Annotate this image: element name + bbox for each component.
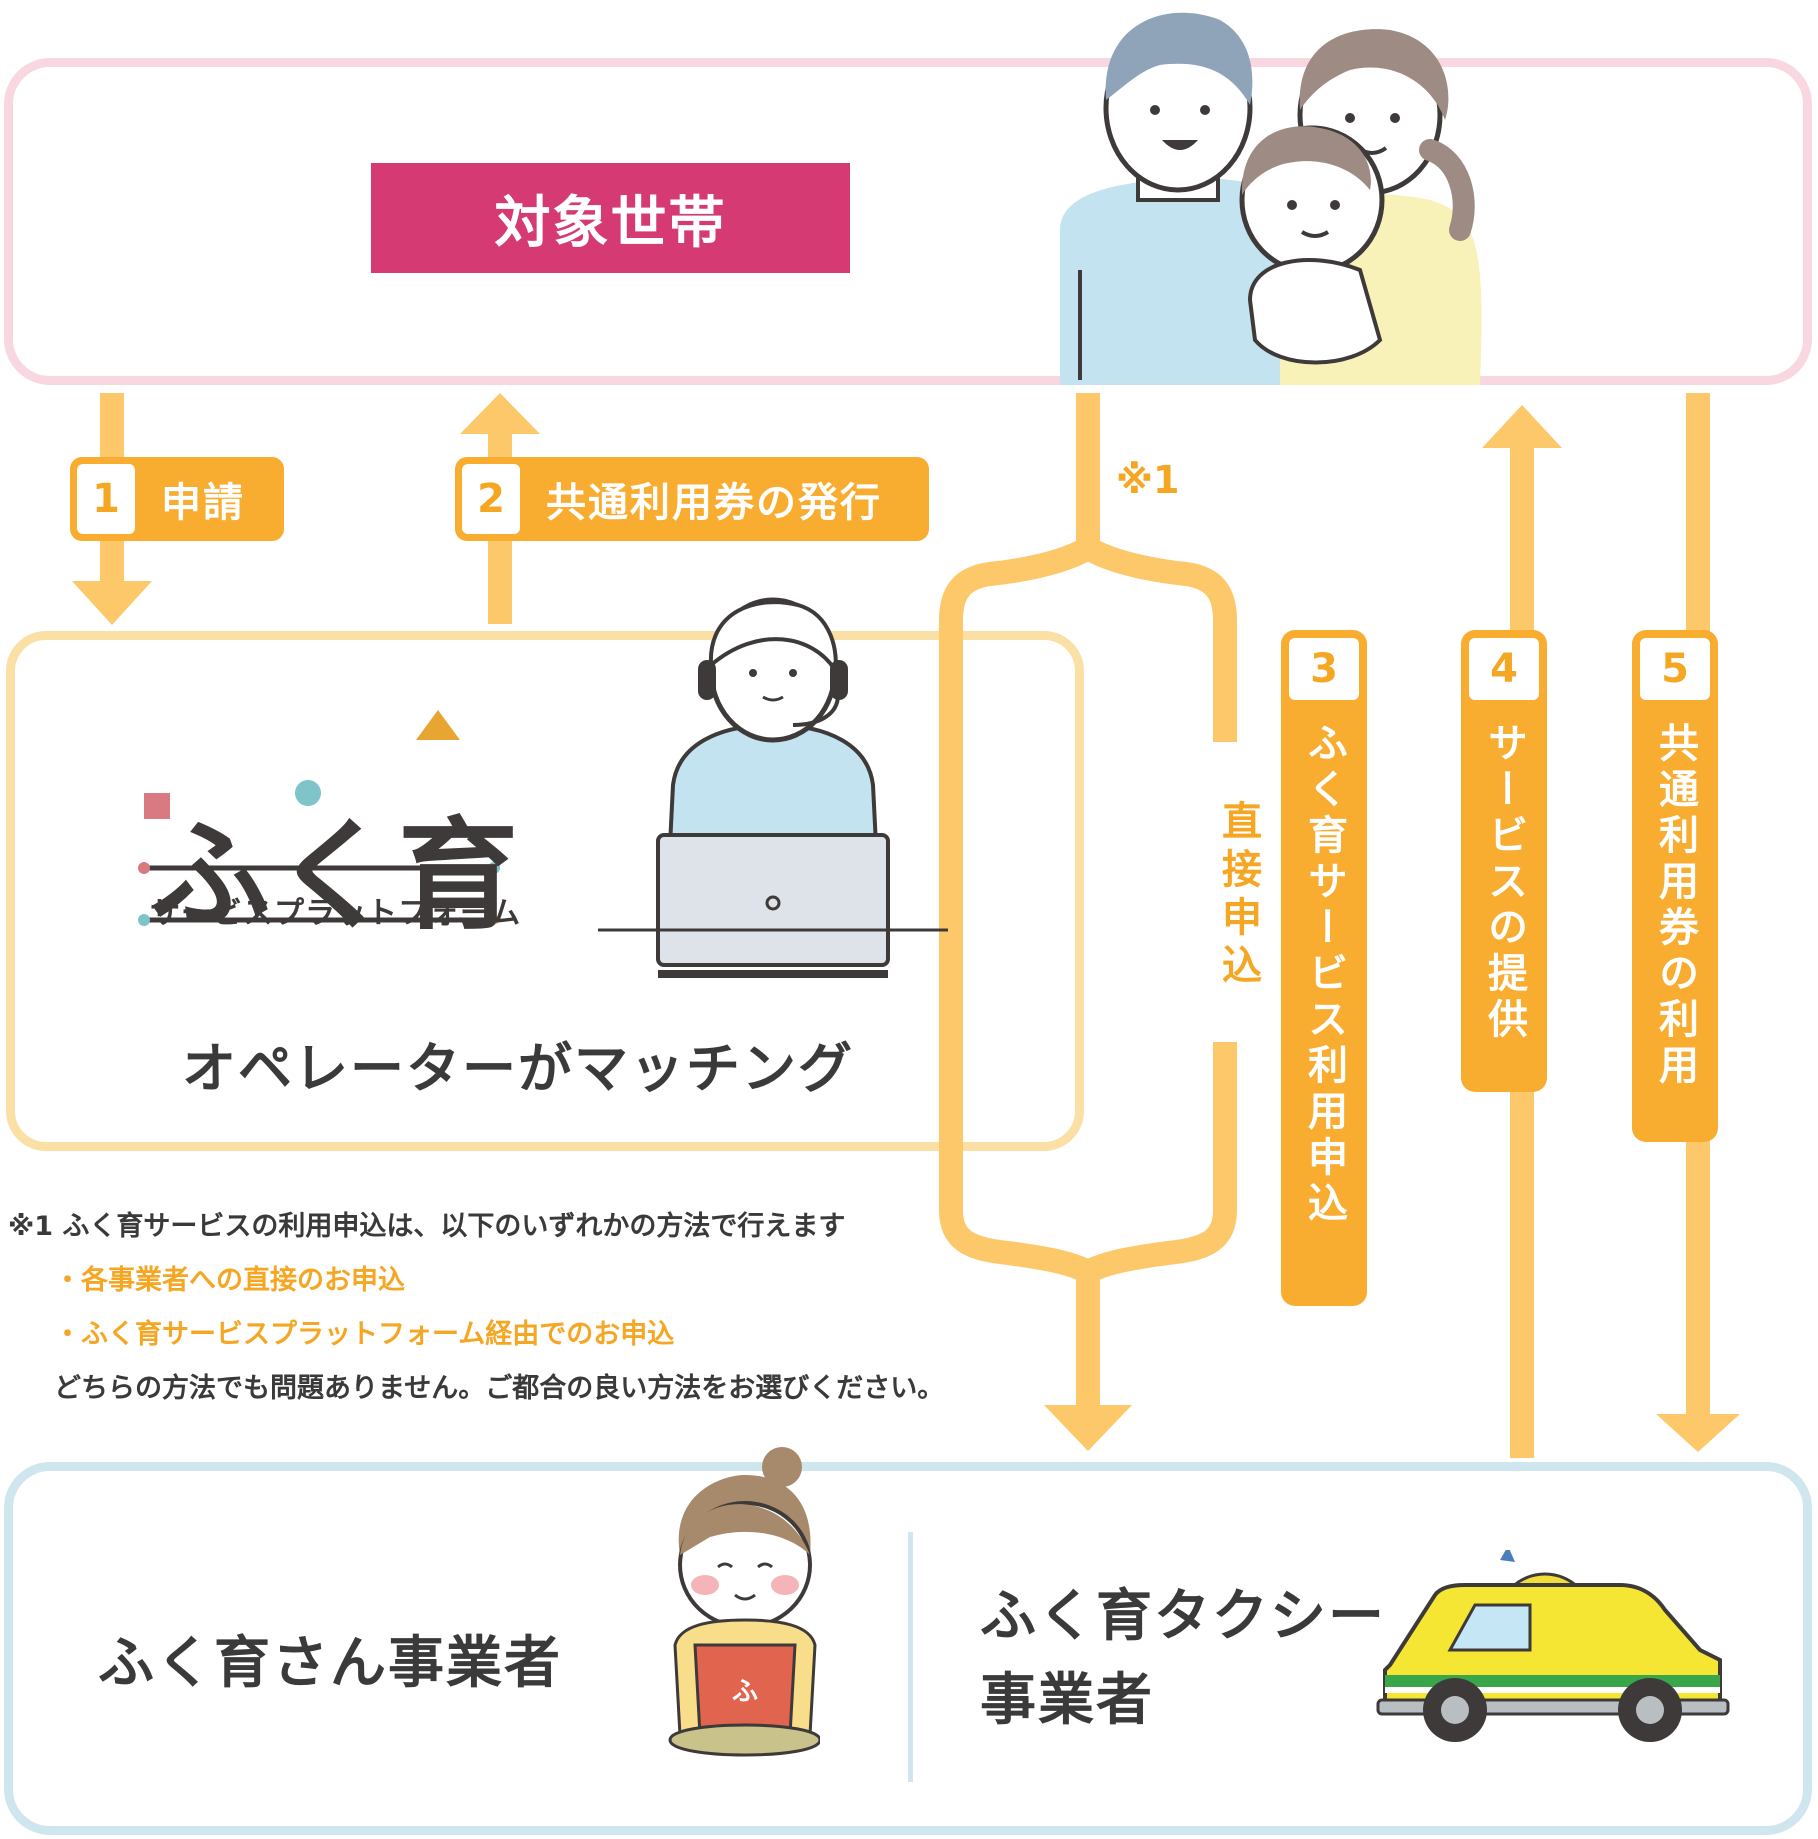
footnote-bullet-2: ・ふく育サービスプラットフォーム経由でのお申込: [54, 1319, 675, 1350]
route-via-platform: [939, 536, 1100, 1284]
route-direct: [1076, 536, 1237, 1284]
step-1-label: 申請: [161, 480, 245, 526]
step-3-label: ふく育サービス利用申込: [1301, 722, 1347, 1228]
operator-illustration: [598, 597, 948, 978]
arrow-1-head: [72, 581, 152, 625]
operator-box: [6, 631, 1084, 1151]
step-5-number: 5: [1640, 638, 1710, 700]
arrow-4-head: [1482, 405, 1562, 448]
step-5-pill: 5 共通利用券の利用: [1632, 630, 1718, 1142]
direct-application-text: 直接申込: [1215, 800, 1261, 992]
arrow-5-head: [1656, 1414, 1740, 1452]
route-head: [1044, 1405, 1132, 1451]
step-2-number: 2: [462, 464, 520, 534]
household-box: [4, 58, 1812, 385]
step-4-pill: 4 サービスの提供: [1461, 630, 1547, 1092]
fukuiku-san-illustration: ふ: [668, 1447, 820, 1757]
route-trunk-top: [1076, 393, 1100, 548]
operator-caption: オペレーターがマッチング: [182, 1037, 854, 1100]
platform-logo-subtitle: サービスプラットフォーム: [150, 896, 522, 931]
provider-taxi-line-1: ふく育タクシー: [980, 1584, 1386, 1649]
footnote: ※1 ふく育サービスの利用申込は、以下のいずれかの方法で行えます ・各事業者への…: [8, 1200, 944, 1416]
platform-logo-text: ふく育: [150, 807, 522, 946]
direct-application-label: 直接申込: [1208, 742, 1268, 1042]
provider-fukuiku-san: ふく育さん事業者: [98, 1631, 562, 1696]
step-3-pill: 3 ふく育サービス利用申込: [1281, 630, 1367, 1306]
route-trunk-bottom: [1076, 1265, 1100, 1409]
step-4-number: 4: [1469, 638, 1539, 700]
apron-character: ふ: [732, 1677, 758, 1707]
footnote-line-1: ※1 ふく育サービスの利用申込は、以下のいずれかの方法で行えます: [8, 1211, 846, 1242]
footnote-line-4: どちらの方法でも問題ありません。ご都合の良い方法をお選びください。: [54, 1373, 945, 1404]
provider-divider: [908, 1532, 913, 1782]
household-title: 対象世帯: [371, 163, 850, 273]
provider-taxi-line-2: 事業者: [980, 1668, 1154, 1733]
footnote-bullet-1: ・各事業者への直接のお申込: [54, 1265, 405, 1296]
step-1-pill: 1 申請: [70, 457, 284, 541]
step-5-label: 共通利用券の利用: [1652, 722, 1698, 1090]
step-4-label: サービスの提供: [1481, 722, 1527, 1044]
arrow-2-head: [460, 393, 540, 434]
step-2-label: 共通利用券の発行: [546, 480, 882, 526]
step-3-number: 3: [1289, 638, 1359, 700]
taxi-illustration: [1376, 1550, 1730, 1742]
step-1-number: 1: [77, 464, 135, 534]
family-illustration: [1060, 12, 1482, 385]
provider-fukuiku-taxi: ふく育タクシー 事業者: [980, 1575, 1386, 1743]
platform-logo-mark: [138, 710, 504, 927]
note-mark: ※1: [1116, 458, 1180, 502]
step-2-pill: 2 共通利用券の発行: [455, 457, 929, 541]
